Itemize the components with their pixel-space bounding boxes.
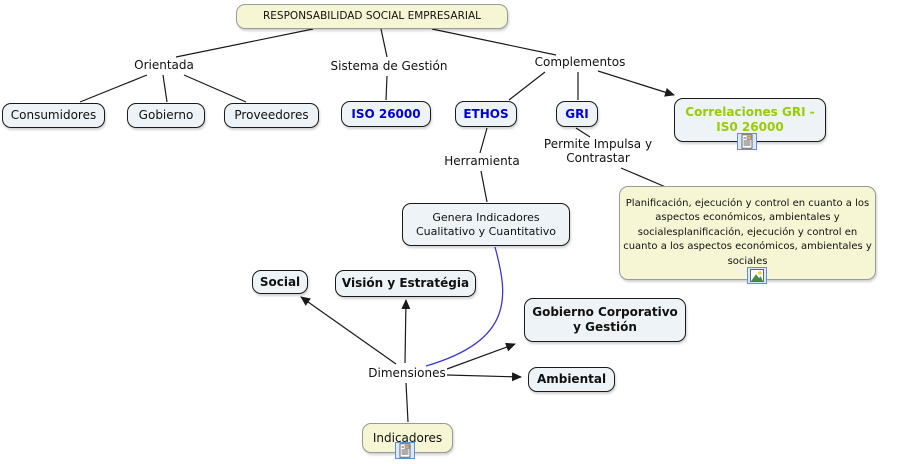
node-label: Indicadores [372, 430, 443, 445]
node-label: Visión y Estratégia [341, 276, 470, 290]
link-text: Complementos [534, 55, 626, 69]
edge-root-orientada [175, 28, 314, 58]
picture-icon[interactable] [747, 267, 767, 284]
node-label: Social [259, 274, 301, 289]
node-vision-y-estrategia[interactable]: Visión y Estratégia [335, 270, 476, 297]
edge-ethos-herramienta [479, 127, 488, 154]
document-with-image-icon[interactable] [737, 133, 757, 150]
node-label: RESPONSABILIDAD SOCIAL EMPRESARIAL [263, 9, 481, 22]
edge-complementos-correlaciones [597, 70, 675, 97]
link-text: Permite Impulsa y Contrastar [543, 137, 653, 165]
link-label-sistema-de-gestion[interactable]: Sistema de Gestión [329, 59, 449, 74]
node-label: Planificación, ejecución y control en cu… [623, 197, 872, 267]
link-text: Herramienta [444, 154, 520, 168]
node-label: ISO 26000 [351, 106, 421, 121]
node-label: Consumidores [10, 108, 97, 122]
node-label: ETHOS [463, 106, 509, 121]
edge-genera-dimensiones-curve [425, 246, 504, 367]
node-gobierno-corporativo-y-gestion[interactable]: Gobierno Corporativo y Gestión [524, 298, 686, 342]
node-label: Proveedores [234, 108, 309, 122]
edge-dimensiones-social [300, 296, 397, 365]
node-iso-26000[interactable]: ISO 26000 [341, 101, 431, 127]
edge-root-sistema [380, 28, 388, 58]
node-label: Gobierno Corporativo y Gestión [532, 305, 678, 334]
edge-dimensiones-vision [401, 299, 411, 364]
node-label: Genera Indicadores Cualitativo y Cuantit… [415, 210, 557, 238]
link-label-dimensiones[interactable]: Dimensiones [367, 366, 447, 381]
node-gri[interactable]: GRI [556, 101, 598, 127]
node-ambiental[interactable]: Ambiental [528, 367, 615, 392]
edge-gri-permite [575, 127, 591, 138]
edge-dimensiones-ambiental [446, 372, 522, 382]
link-text: Sistema de Gestión [330, 59, 448, 73]
node-responsabilidad-social-empresarial[interactable]: RESPONSABILIDAD SOCIAL EMPRESARIAL [236, 4, 508, 29]
link-label-orientada[interactable]: Orientada [130, 58, 198, 73]
node-label: GRI [565, 106, 589, 121]
node-proveedores[interactable]: Proveedores [224, 103, 319, 128]
edge-dimensiones-gobiernocorp [446, 342, 516, 370]
edge-complementos-ethos [508, 71, 546, 101]
node-ethos[interactable]: ETHOS [455, 101, 517, 127]
edge-permite-planificacion [620, 167, 669, 189]
link-text: Dimensiones [368, 366, 446, 380]
link-label-complementos[interactable]: Complementos [532, 55, 628, 70]
node-social[interactable]: Social [252, 270, 308, 294]
node-label: Ambiental [536, 372, 607, 386]
edge-orientada-proveedores [183, 74, 247, 103]
link-label-permite-impulsa-y-contrastar[interactable]: Permite Impulsa y Contrastar [541, 137, 655, 166]
document-with-image-icon[interactable] [395, 442, 415, 459]
edge-orientada-gobierno [162, 74, 168, 103]
node-consumidores[interactable]: Consumidores [2, 103, 105, 128]
node-planificacion-ejecucion-control[interactable]: Planificación, ejecución y control en cu… [619, 186, 876, 280]
edge-sistema-iso26000 [385, 75, 388, 101]
node-label: Correlaciones GRI - IS0 26000 [685, 105, 815, 134]
edge-herramienta-genera [480, 170, 488, 203]
link-label-herramienta[interactable]: Herramienta [441, 154, 523, 169]
edge-dimensiones-indicadores [405, 382, 409, 423]
node-genera-indicadores[interactable]: Genera Indicadores Cualitativo y Cuantit… [402, 203, 570, 246]
edge-orientada-consumidores [79, 74, 148, 103]
edge-root-complementos [431, 28, 557, 56]
link-text: Orientada [134, 58, 194, 72]
node-gobierno[interactable]: Gobierno [127, 103, 205, 128]
node-label: Gobierno [138, 108, 194, 122]
